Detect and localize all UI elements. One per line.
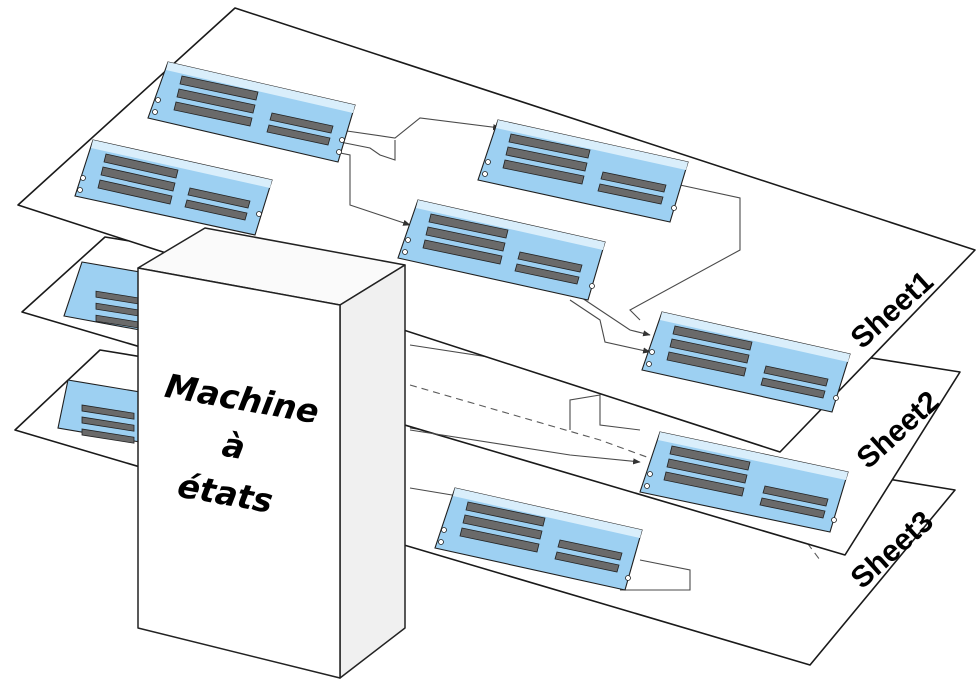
sheet2-node-left bbox=[63, 261, 141, 331]
box-front-face bbox=[137, 267, 341, 679]
sheet1-node-b bbox=[74, 139, 273, 236]
sheet3-node-left bbox=[57, 379, 141, 444]
state-machine-box: Machine à états bbox=[137, 227, 406, 679]
sheet1-node-a bbox=[147, 61, 356, 163]
sheet1-node-c bbox=[477, 119, 689, 223]
box-side-face bbox=[339, 264, 406, 679]
sheet1-node-e bbox=[641, 311, 851, 413]
sheet1-node-d bbox=[397, 199, 606, 301]
sheet3-node-bottom bbox=[434, 487, 643, 591]
sheet2-node-right bbox=[639, 431, 849, 533]
sheet1-layer: Sheet1 bbox=[17, 7, 976, 453]
